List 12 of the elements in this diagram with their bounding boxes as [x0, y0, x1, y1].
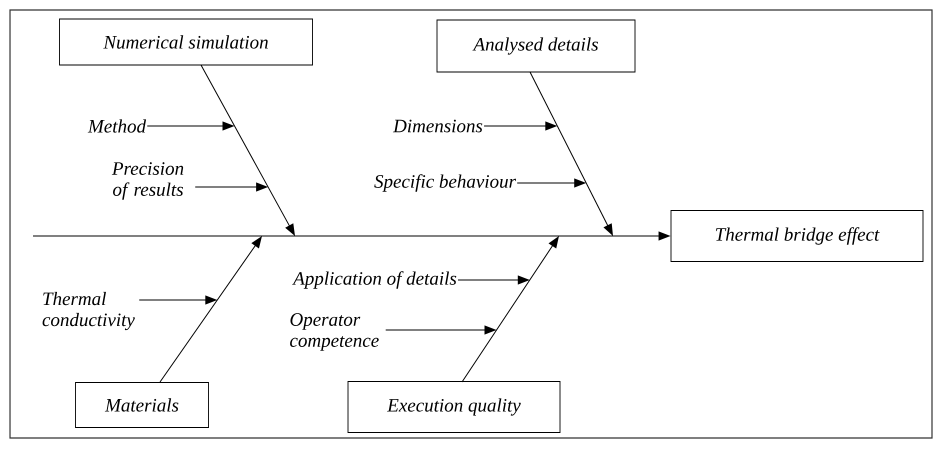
category-box: Analysed details — [436, 20, 636, 72]
category-box: Thermal bridge effect — [670, 210, 924, 262]
category-box: Numerical simulation — [59, 18, 313, 66]
category-box: Execution quality — [348, 381, 560, 433]
cause-label: Operator competence — [290, 313, 379, 351]
cause-label: Precision of results — [112, 162, 184, 200]
cause-label: Dimensions — [392, 120, 482, 132]
cause-label: Specific behaviour — [374, 174, 516, 192]
category-box: Materials — [75, 382, 209, 428]
cause-label: Application of details — [292, 271, 456, 289]
cause-label: Method — [88, 119, 146, 133]
cause-label: Thermal conductivity — [42, 292, 135, 330]
